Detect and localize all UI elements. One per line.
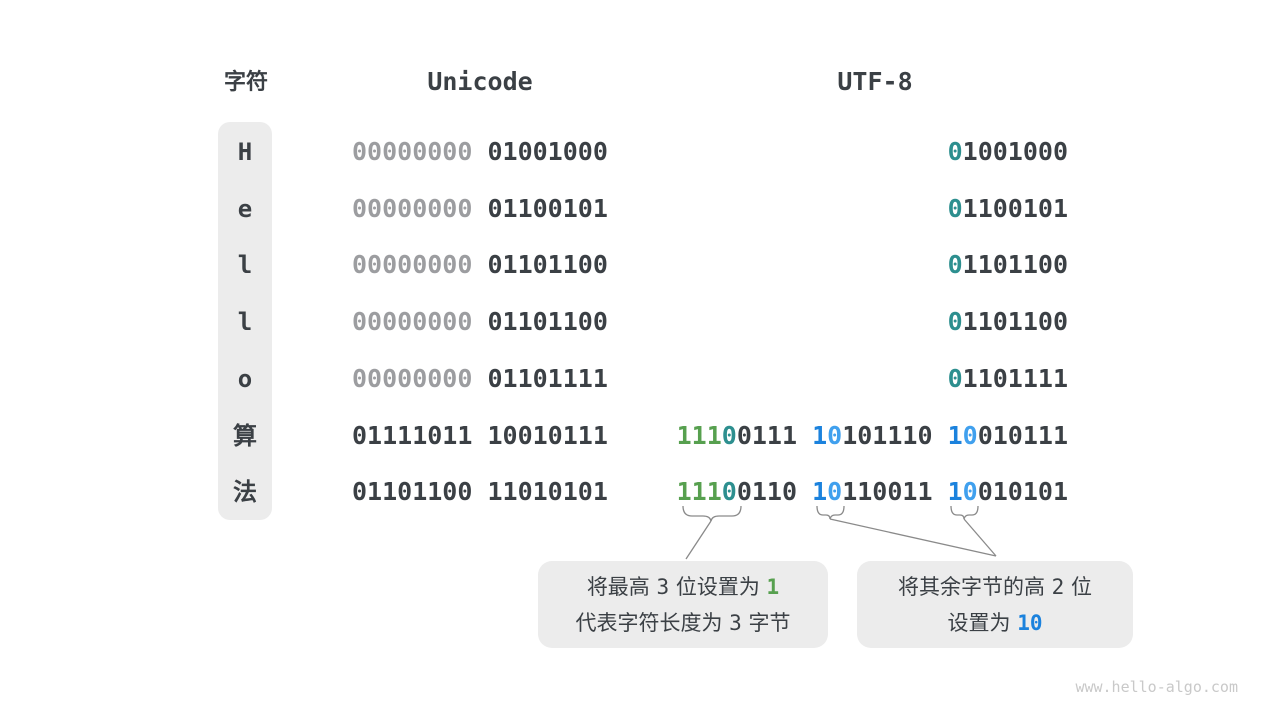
utf8-bits: 01101100 <box>948 307 1068 337</box>
callout-continuation-bits-line2: 设置为 10 <box>948 605 1043 641</box>
underbrace-10-first <box>816 505 845 520</box>
character-cell: 法 <box>233 478 257 507</box>
leader-line-box1 <box>685 520 712 560</box>
unicode-bits: 00000000 01100101 <box>352 194 608 224</box>
bit-segment-teal: 0 <box>947 250 963 280</box>
bit-segment-dark: 010101 <box>977 477 1068 507</box>
callout-segment-text: 位 <box>1064 574 1093 599</box>
bit-segment-dark: 1001000 <box>962 137 1068 166</box>
bit-segment-blue0: 0 <box>962 477 978 507</box>
callout-segment-text: 将最高 <box>586 574 657 599</box>
column-header-character: 字符 <box>223 70 268 95</box>
character-cell: 算 <box>233 421 257 450</box>
bit-segment-blue0: 0 <box>827 420 843 450</box>
character-cell: e <box>237 194 253 223</box>
bit-segment-gray: 00000000 <box>352 307 473 337</box>
bit-segment-teal: 0 <box>721 420 737 450</box>
callout-segment-text: 设置为 <box>947 610 1018 635</box>
bit-segment-gray: 00000000 <box>352 250 473 280</box>
utf8-bits: 01101100 <box>948 250 1068 280</box>
bit-segment-blue1: 1 <box>947 477 963 507</box>
bit-segment-dark: 1101100 <box>962 250 1068 280</box>
bit-segment-dark: 01001000 <box>472 137 608 166</box>
callout-segment-blue: 10 <box>1017 610 1043 635</box>
callout-segment-text: 将其余字节的高 <box>897 574 1052 599</box>
callout-continuation-bits: 将其余字节的高 2 位 设置为 10 <box>857 561 1133 648</box>
character-column-background <box>218 122 272 520</box>
bit-segment-teal: 0 <box>721 477 737 507</box>
bit-segment-green: 111 <box>676 420 722 450</box>
character-cell: o <box>237 364 253 393</box>
utf8-bits: 11100111 10101110 10010111 <box>677 421 1068 451</box>
bit-segment-blue0: 0 <box>827 477 843 507</box>
callout-segment-num: 3 <box>656 574 670 599</box>
utf8-bits: 01101111 <box>948 364 1068 394</box>
column-header-unicode: Unicode <box>427 67 533 96</box>
bit-segment-blue1: 1 <box>812 477 828 507</box>
underbrace-10-second <box>950 505 979 520</box>
callout-segment-num: 3 <box>729 610 742 635</box>
bit-segment-dark: 110011 <box>842 477 948 507</box>
bit-segment-dark: 1101111 <box>962 363 1068 393</box>
underbrace-1110 <box>682 505 742 522</box>
callout-continuation-bits-line1: 将其余字节的高 2 位 <box>898 569 1092 605</box>
bit-segment-gray: 00000000 <box>352 363 473 393</box>
leader-line-box2-left <box>829 518 997 557</box>
bit-segment-dark: 01111011 10010111 <box>352 420 608 450</box>
character-cell: H <box>237 138 253 166</box>
bit-segment-teal: 0 <box>947 193 963 223</box>
bit-segment-teal: 0 <box>947 363 963 393</box>
callout-high-bits-line1: 将最高 3 位设置为 1 <box>587 569 779 605</box>
callout-segment-text: 字节 <box>741 610 791 635</box>
bit-segment-dark: 01101100 <box>472 307 608 337</box>
bit-segment-green: 111 <box>676 477 722 507</box>
bit-segment-blue1: 1 <box>947 420 963 450</box>
callout-segment-num: 2 <box>1051 574 1065 599</box>
bit-segment-dark: 0110 <box>736 477 813 507</box>
unicode-bits: 01111011 10010111 <box>352 421 608 451</box>
bit-segment-gray: 00000000 <box>352 137 473 166</box>
character-cell: l <box>237 251 253 280</box>
bit-segment-dark: 1100101 <box>962 193 1068 223</box>
bit-segment-dark: 010111 <box>977 420 1068 450</box>
column-header-utf8: UTF-8 <box>837 67 913 96</box>
callout-high-bits: 将最高 3 位设置为 1 代表字符长度为 3 字节 <box>538 561 828 648</box>
unicode-bits: 00000000 01101100 <box>352 250 608 280</box>
utf8-bits: 11100110 10110011 10010101 <box>677 477 1068 507</box>
unicode-bits: 00000000 01101100 <box>352 307 608 337</box>
unicode-bits: 00000000 01101111 <box>352 364 608 394</box>
character-cell: l <box>237 308 253 337</box>
bit-segment-dark: 01100101 <box>472 193 608 223</box>
utf8-bits: 01001000 <box>948 137 1068 167</box>
leader-line-box2-right <box>963 518 997 557</box>
bit-segment-blue1: 1 <box>812 420 828 450</box>
unicode-bits: 00000000 01001000 <box>352 137 608 167</box>
watermark: www.hello-algo.com <box>1075 678 1238 696</box>
callout-high-bits-line2: 代表字符长度为 3 字节 <box>575 605 790 641</box>
callout-segment-text: 代表字符长度为 <box>575 610 730 635</box>
bit-segment-dark: 01101111 <box>472 363 608 393</box>
bit-segment-dark: 101110 <box>842 420 948 450</box>
bit-segment-dark: 01101100 <box>472 250 608 280</box>
bit-segment-dark: 1101100 <box>962 307 1068 337</box>
bit-segment-teal: 0 <box>947 137 963 166</box>
utf8-bits: 01100101 <box>948 194 1068 224</box>
bit-segment-dark: 0111 <box>736 420 813 450</box>
callout-segment-green: 1 <box>766 574 780 599</box>
bit-segment-blue0: 0 <box>962 420 978 450</box>
bit-segment-gray: 00000000 <box>352 193 473 223</box>
bit-segment-teal: 0 <box>947 307 963 337</box>
callout-segment-text: 位设置为 <box>669 574 767 599</box>
bit-segment-dark: 01101100 11010101 <box>352 477 608 507</box>
unicode-bits: 01101100 11010101 <box>352 477 608 507</box>
